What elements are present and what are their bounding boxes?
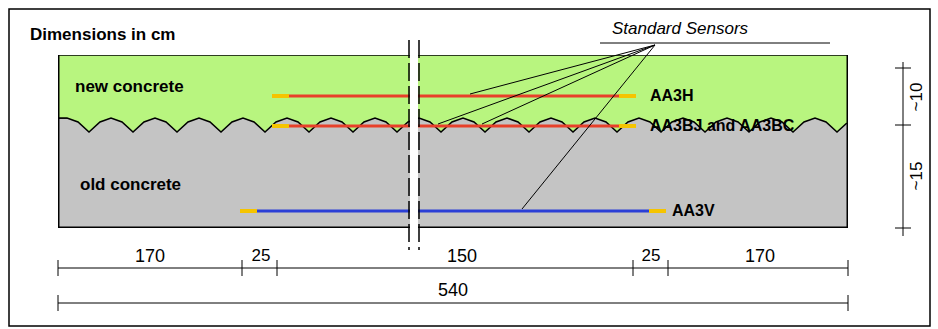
sensor-anchor (240, 209, 257, 213)
sensor-fiber (288, 125, 620, 128)
dimension-value: ~10 (907, 83, 927, 112)
dimension-tick (277, 260, 278, 276)
dimension-tick (895, 228, 911, 229)
dimension-line (903, 62, 904, 236)
callout-title: Standard Sensors (612, 19, 748, 39)
sensor-anchor (619, 124, 636, 128)
outer-frame (9, 9, 930, 326)
sensor-fiber (288, 95, 620, 98)
break-line (418, 40, 420, 250)
dimension-value: 25 (252, 246, 271, 266)
band-edge (847, 55, 849, 122)
break-gap (410, 40, 418, 250)
sensor-name: AA3V (672, 202, 715, 220)
sensor-name: AA3BJ and AA3BC (650, 117, 794, 135)
band-edge (58, 55, 60, 118)
dimension-line (58, 303, 848, 304)
dimension-tick (668, 260, 669, 276)
dimension-tick (848, 295, 849, 311)
old-concrete-band: old concrete (58, 118, 848, 228)
dimension-value: 25 (642, 246, 661, 266)
dimension-tick (848, 260, 849, 276)
dimension-value: ~15 (907, 162, 927, 191)
dimension-value: 150 (447, 246, 477, 267)
dimension-tick (895, 68, 911, 69)
sensor-anchor (272, 124, 289, 128)
dimension-value: 170 (135, 246, 165, 267)
leader-line (438, 45, 655, 124)
dimension-tick (242, 260, 243, 276)
band-edge (58, 55, 848, 56)
sensor-fiber (256, 210, 650, 213)
dimension-tick (895, 125, 911, 126)
leader-line (482, 45, 655, 124)
band-shape (58, 118, 848, 228)
leader-line (470, 45, 655, 94)
sensor-name: AA3H (650, 87, 694, 105)
dimension-value: 540 (438, 280, 468, 301)
dimension-tick (633, 260, 634, 276)
band-label: old concrete (80, 175, 181, 195)
sensor-anchor (272, 94, 289, 98)
dimension-tick (58, 295, 59, 311)
sensor-anchor (649, 209, 666, 213)
break-line (408, 40, 410, 250)
leader-underline (600, 43, 830, 44)
leader-line (522, 45, 655, 209)
dimension-note: Dimensions in cm (30, 25, 175, 45)
dimension-value: 170 (745, 246, 775, 267)
sensor-anchor (619, 94, 636, 98)
dimension-line (58, 268, 848, 269)
band-label: new concrete (75, 77, 184, 97)
dimension-tick (58, 260, 59, 276)
concrete-fill (59, 118, 848, 227)
